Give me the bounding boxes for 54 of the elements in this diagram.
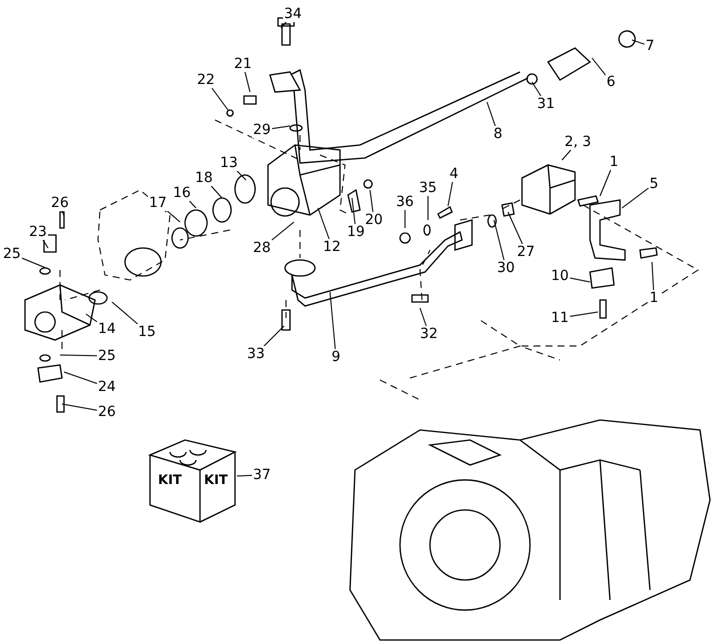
leader-line: [264, 326, 284, 346]
leader-line: [352, 198, 356, 224]
leader-line: [86, 314, 98, 322]
leader-line: [211, 88, 228, 110]
leader-line: [404, 210, 406, 228]
leader-line: [592, 58, 606, 76]
leader-line: [632, 40, 645, 45]
leader-line: [22, 258, 46, 268]
leader-line: [600, 170, 612, 196]
callout-number: 23: [28, 224, 48, 240]
leader-line: [570, 312, 598, 317]
leader-line: [244, 72, 250, 92]
leader-line: [318, 208, 330, 240]
leader-line: [236, 170, 246, 180]
callout-number: 29: [252, 122, 272, 138]
callout-number: 26: [50, 195, 70, 211]
box-lettering: KIT: [204, 472, 228, 490]
callout-number: 21: [233, 56, 253, 72]
callout-number: 1: [608, 154, 620, 170]
callout-number: 4: [448, 166, 460, 182]
leader-line: [570, 278, 590, 282]
callout-number: 34: [283, 6, 303, 22]
leader-line: [112, 302, 138, 324]
leader-line: [508, 212, 523, 244]
box-lettering: KIT: [158, 472, 182, 490]
leader-line: [166, 210, 180, 222]
leader-line: [60, 354, 98, 356]
leader-line: [622, 188, 649, 208]
callout-number: 22: [196, 72, 216, 88]
callout-number: 16: [172, 185, 192, 201]
leader-line: [448, 182, 453, 206]
callout-number: 13: [219, 155, 239, 171]
callout-number: 2, 3: [564, 134, 592, 150]
callout-number: 18: [194, 170, 214, 186]
callout-number: 25: [2, 246, 22, 262]
leader-line: [562, 150, 572, 160]
leader-line: [532, 82, 542, 96]
leader-line: [420, 308, 427, 326]
leader-line: [188, 200, 196, 208]
leader-line: [62, 404, 98, 411]
leader-line: [370, 190, 374, 212]
leader-line: [494, 220, 504, 260]
leader-line: [42, 240, 48, 248]
leader-line: [64, 372, 98, 384]
leader-line: [210, 186, 222, 198]
leader-line: [652, 262, 654, 290]
leader-line: [280, 22, 287, 28]
leader-line: [62, 210, 64, 216]
leader-line: [272, 126, 290, 130]
callout-number: 17: [148, 195, 168, 211]
leader-line: [236, 474, 252, 476]
leader-line: [486, 102, 496, 126]
leader-line: [330, 292, 336, 350]
leader-line: [271, 222, 294, 240]
